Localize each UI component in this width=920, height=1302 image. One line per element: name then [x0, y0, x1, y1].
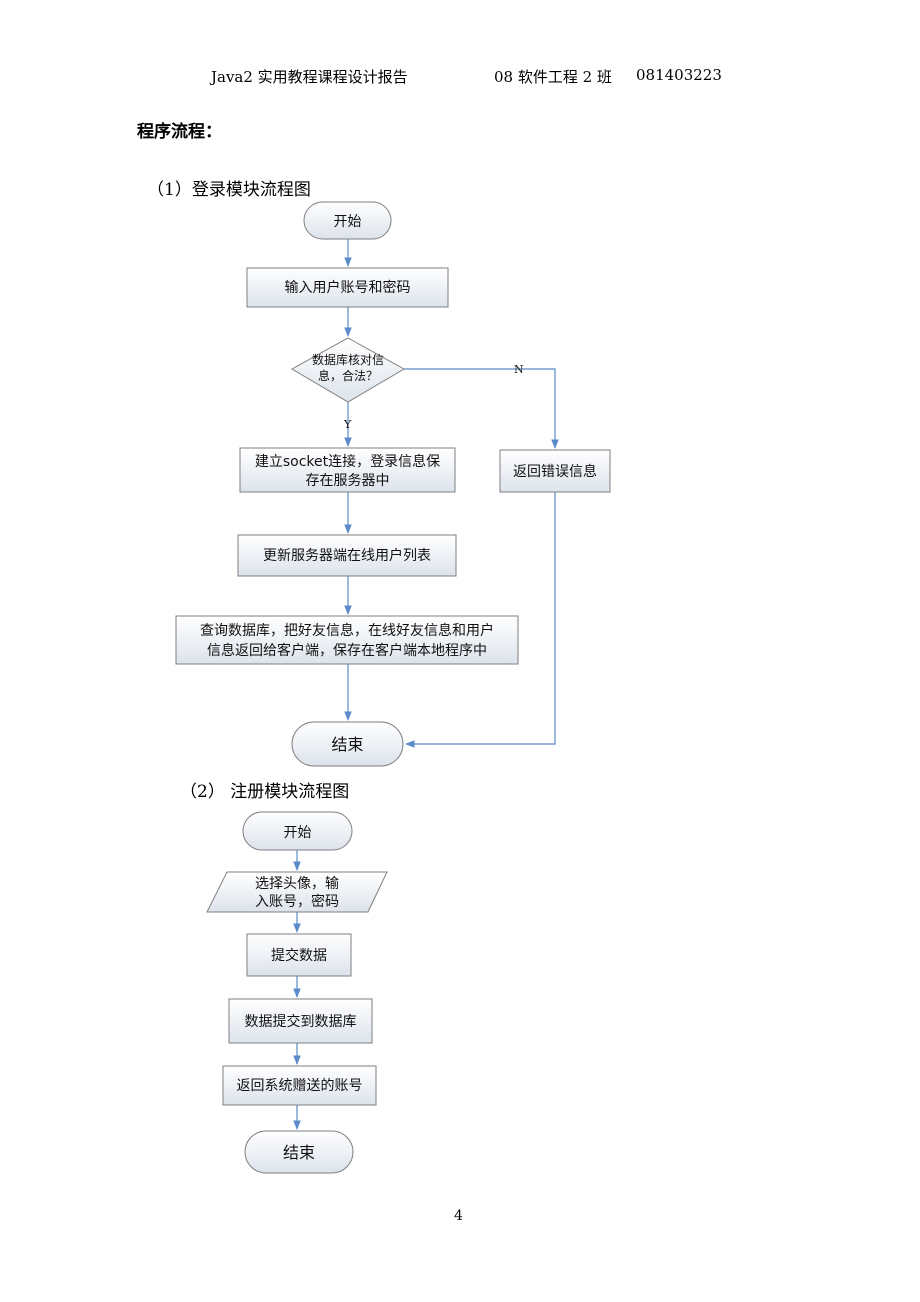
report-title: Java2 实用教程课程设计报告 [211, 68, 408, 86]
login-start-label: 开始 [334, 214, 362, 230]
login-end-node [291, 721, 404, 767]
login-update-node [237, 534, 457, 577]
register-start-node [242, 811, 353, 851]
login-flow-title: （1）登录模块流程图 [147, 180, 311, 200]
login-flowchart: 开始 输入用户账号和密码 数据库核对信 息，合法？ Y N 建立socket连接… [175, 201, 611, 767]
register-submit-node [246, 933, 352, 977]
register-start-label: 开始 [284, 825, 312, 841]
yes-label: Y [343, 418, 352, 431]
login-input-label: 输入用户账号和密码 [285, 279, 411, 296]
login-error-node [499, 449, 611, 493]
edge-error-end [405, 492, 556, 748]
login-query-line1: 查询数据库，把好友信息，在线好友信息和用户 [200, 622, 494, 639]
register-end-node [244, 1130, 354, 1174]
login-query-node [175, 615, 519, 665]
register-account-label: 返回系统赠送的账号 [237, 1078, 363, 1094]
login-socket-node [239, 447, 456, 493]
student-id: 081403223 [636, 66, 722, 84]
register-input-node [206, 871, 388, 913]
register-flow-title: （2） 注册模块流程图 [180, 782, 350, 802]
register-account-node [222, 1065, 377, 1106]
login-start-node [303, 201, 392, 240]
login-socket-line2: 存在服务器中 [306, 473, 390, 489]
login-decision-node [290, 337, 406, 403]
register-save-label: 数据提交到数据库 [245, 1013, 357, 1030]
login-input-node [246, 267, 449, 308]
login-end-label: 结束 [331, 735, 363, 754]
register-input-line1: 选择头像，输 [255, 876, 339, 892]
class-name: 08 软件工程 2 班 [494, 68, 612, 86]
register-save-node [228, 998, 373, 1044]
login-error-label: 返回错误信息 [513, 463, 597, 480]
page-number: 4 [454, 1208, 463, 1224]
register-input-line2: 入账号，密码 [255, 893, 339, 910]
edge-decision-error [404, 368, 559, 449]
no-label: N [514, 363, 524, 376]
register-flowchart: 开始 选择头像，输 入账号，密码 提交数据 数据提交到数据库 返回系统赠送的账号… [206, 811, 388, 1174]
login-decision-line2: 息，合法？ [318, 368, 378, 383]
login-update-label: 更新服务器端在线用户列表 [263, 547, 431, 564]
login-decision-line1: 数据库核对信 [312, 352, 384, 367]
login-query-line2: 信息返回给客户端，保存在客户端本地程序中 [207, 642, 487, 659]
register-submit-label: 提交数据 [271, 947, 327, 964]
register-end-label: 结束 [283, 1143, 315, 1162]
login-socket-line1: 建立socket连接，登录信息保 [255, 453, 440, 470]
section-title: 程序流程： [137, 122, 222, 142]
